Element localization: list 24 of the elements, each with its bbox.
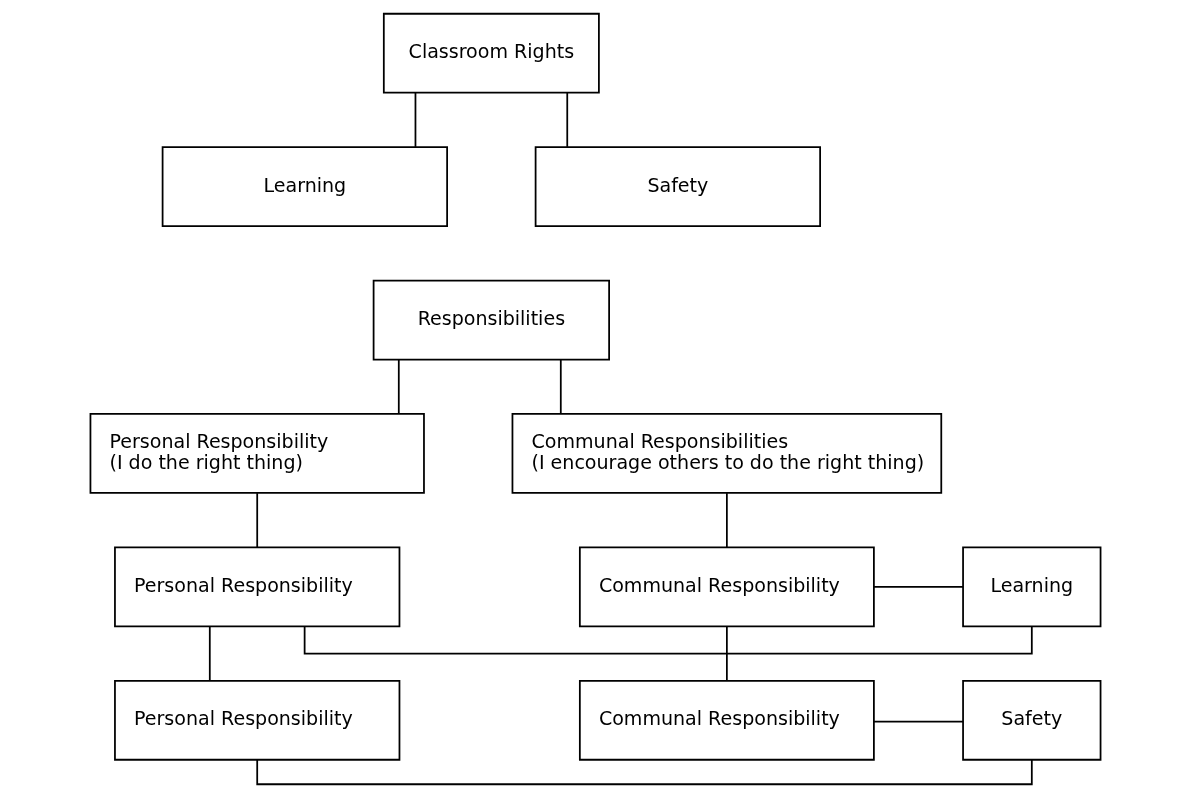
node-box: Responsibilities [372,279,610,361]
connector [255,492,258,548]
node-box: Learning [961,546,1101,628]
connector [725,625,728,682]
node-box: Communal Responsibility [578,679,875,761]
connector [559,358,562,415]
node-box: Safety [961,679,1101,761]
connector [208,625,211,682]
node-box: Personal Responsibility [113,546,400,628]
connector [872,585,964,588]
connector [255,759,1033,786]
node-box: Learning [161,146,448,227]
node-box: Safety [534,146,821,227]
connector [414,92,416,148]
connector [725,492,728,548]
node-box: Communal Responsibilities (I encourage others to do the right thing) [511,413,942,494]
connector [397,358,400,415]
node-box: Personal Responsibility (I do the right thing) [89,413,425,494]
node-box: Communal Responsibility [578,546,875,628]
connector [872,720,964,723]
connector [303,625,1033,655]
node-box: Personal Responsibility [113,679,400,761]
node-box: Classroom Rights [382,12,600,94]
connector [565,92,568,148]
